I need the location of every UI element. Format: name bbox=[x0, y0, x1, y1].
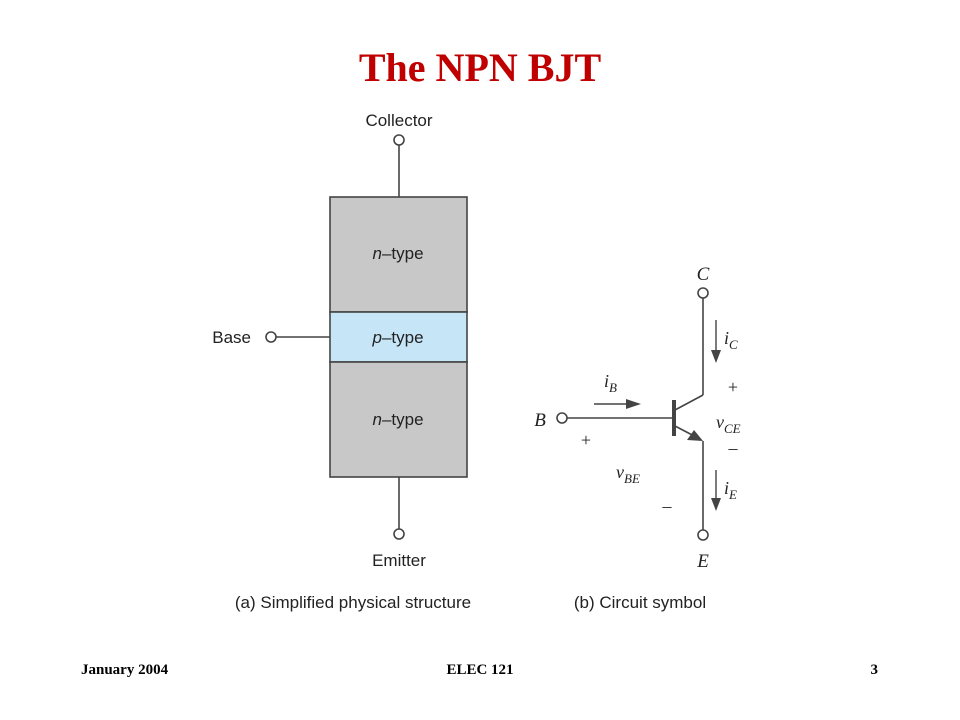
c-label: C bbox=[697, 264, 710, 285]
b-terminal bbox=[556, 412, 568, 424]
ie-label: iE bbox=[724, 478, 737, 502]
ic-label: iC bbox=[724, 328, 738, 352]
c-terminal bbox=[697, 287, 709, 299]
collector-junction bbox=[674, 394, 704, 411]
emitter-terminal bbox=[393, 528, 405, 540]
caption-b: (b) Circuit symbol bbox=[574, 593, 706, 612]
collector-terminal bbox=[393, 134, 405, 146]
slide-title: The NPN BJT bbox=[358, 45, 602, 90]
vbe-plus: + bbox=[581, 430, 591, 450]
n-type-collector-region bbox=[329, 196, 468, 313]
footer-course: ELEC 121 bbox=[446, 662, 514, 678]
ib-arrow-head bbox=[626, 399, 641, 409]
region-top-label: n–type bbox=[372, 244, 423, 263]
e-terminal bbox=[697, 529, 709, 541]
base-label: Base bbox=[212, 328, 251, 347]
ie-arrow-head bbox=[711, 498, 721, 511]
ib-label: iB bbox=[604, 371, 617, 395]
vce-label: vCE bbox=[716, 412, 741, 436]
base-bar bbox=[672, 400, 676, 436]
ic-arrow-head bbox=[711, 350, 721, 363]
emitter-arrow bbox=[687, 430, 703, 441]
vbe-label: vBE bbox=[616, 462, 640, 486]
region-bot-label: n–type bbox=[372, 410, 423, 429]
vbe-minus: – bbox=[662, 496, 673, 516]
circuit-symbol: C B E iC iB iE + vCE – + vBE – (b) Circ bbox=[534, 264, 740, 612]
emitter-label: Emitter bbox=[372, 551, 426, 570]
vce-minus: – bbox=[728, 438, 739, 458]
footer-date: January 2004 bbox=[81, 662, 169, 678]
b-label: B bbox=[534, 410, 546, 431]
n-type-emitter-region bbox=[329, 361, 468, 478]
footer-page-number: 3 bbox=[870, 662, 879, 678]
base-terminal bbox=[265, 331, 277, 343]
vce-plus: + bbox=[728, 377, 738, 397]
physical-structure: Collector n–type p–type n–type Base Emit… bbox=[212, 111, 471, 612]
collector-label: Collector bbox=[365, 111, 432, 130]
caption-a: (a) Simplified physical structure bbox=[235, 593, 471, 612]
region-mid-label: p–type bbox=[371, 328, 423, 347]
e-label: E bbox=[696, 551, 709, 572]
